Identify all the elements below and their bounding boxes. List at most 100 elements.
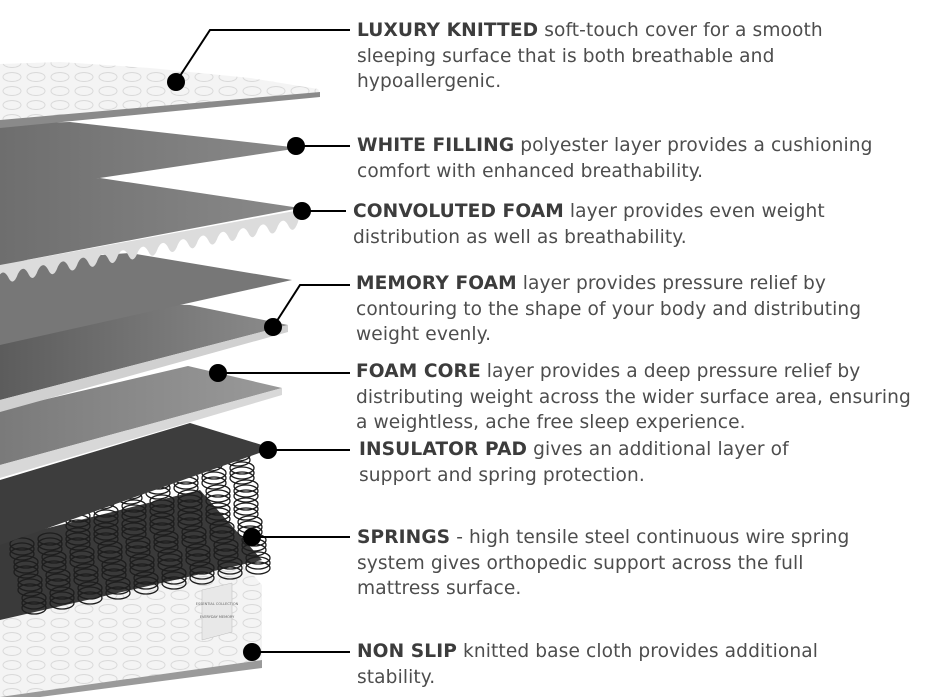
spring-coil	[233, 489, 259, 503]
spring-coil	[209, 520, 235, 534]
spring-coil	[105, 586, 131, 600]
spring-coil	[189, 571, 215, 585]
layer-text: layer provides a deep pressure relief by…	[356, 361, 911, 434]
mattress-tag	[201, 582, 233, 641]
layer-name: INSULATOR PAD	[359, 439, 528, 460]
spring-coil	[161, 571, 187, 585]
spring-coil	[49, 596, 75, 610]
spring-coil	[205, 489, 231, 503]
spring-coil	[9, 547, 35, 561]
spring-coil	[209, 530, 235, 544]
layer-text: - high tensile steel continuous wire spr…	[357, 527, 850, 600]
layer-text: soft-touch cover for a smooth sleeping s…	[357, 20, 823, 93]
spring-coil	[149, 499, 175, 513]
spring-coil	[133, 571, 159, 585]
spring-coil	[45, 568, 71, 582]
spring-coil	[93, 522, 119, 536]
spring-coil	[245, 561, 271, 575]
memory-foam-layer	[0, 253, 292, 412]
layer-description-white-filling: WHITE FILLING polyester layer provides a…	[357, 133, 897, 184]
spring-coil	[125, 545, 151, 559]
spring-coil	[177, 499, 203, 513]
spring-coil	[205, 512, 231, 526]
spring-coil	[229, 466, 255, 480]
spring-coil	[105, 576, 131, 590]
spring-coil	[233, 507, 259, 521]
spring-coil	[45, 573, 71, 587]
spring-coil	[229, 461, 255, 475]
spring-coil	[185, 548, 211, 562]
spring-coil	[129, 558, 155, 572]
spring-coil	[209, 525, 235, 539]
spring-coil	[189, 561, 215, 575]
spring-coil	[21, 591, 47, 605]
spring-coil	[97, 540, 123, 554]
spring-coil	[217, 561, 243, 575]
spring-coil	[125, 535, 151, 549]
spring-coil	[157, 558, 183, 572]
spring-coil	[65, 537, 91, 551]
spring-coil	[45, 578, 71, 592]
spring-coil	[13, 555, 39, 569]
layer-name: SPRINGS	[357, 527, 451, 548]
layer-description-convoluted-foam: CONVOLUTED FOAM layer provides even weig…	[353, 199, 893, 250]
spring-coil	[41, 550, 67, 564]
spring-coil	[37, 537, 63, 551]
mattress-tag-line2: EVERYDAY MEMORY	[200, 615, 235, 619]
layer-text: layer provides even weight distribution …	[353, 201, 825, 248]
spring-coil	[121, 504, 147, 518]
spring-coil	[233, 479, 259, 493]
spring-coil	[101, 568, 127, 582]
spring-coil	[229, 471, 255, 485]
layer-text: gives an additional layer of support and…	[359, 439, 789, 486]
spring-coil	[69, 555, 95, 569]
spring-coil	[245, 551, 271, 565]
spring-coil	[77, 581, 103, 595]
spring-coil	[157, 548, 183, 562]
spring-coil	[13, 560, 39, 574]
spring-coil	[41, 560, 67, 574]
spring-coil	[105, 581, 131, 595]
spring-coil	[233, 502, 259, 516]
spring-coil	[37, 532, 63, 546]
spring-coil	[189, 566, 215, 580]
layer-name: NON SLIP	[357, 641, 457, 662]
layer-text: polyester layer provides a cushioning co…	[357, 135, 873, 182]
spring-coil	[149, 522, 175, 536]
mattress-tag-line1: ESSENTIAL COLLECTION	[196, 602, 239, 606]
spring-coil	[173, 481, 199, 495]
spring-coil	[21, 601, 47, 615]
layer-description-non-slip: NON SLIP knitted base cloth provides add…	[357, 639, 897, 690]
spring-coil	[181, 525, 207, 539]
spring-coil	[93, 509, 119, 523]
spring-coil	[129, 553, 155, 567]
spring-coil	[237, 515, 263, 529]
leader-dots	[167, 73, 311, 661]
spring-coil	[121, 509, 147, 523]
layer-text: knitted base cloth provides additional s…	[357, 641, 819, 688]
spring-coil	[101, 558, 127, 572]
spring-coil	[121, 527, 147, 541]
spring-coil	[65, 527, 91, 541]
spring-coil	[177, 517, 203, 531]
spring-coil	[49, 586, 75, 600]
layer-name: WHITE FILLING	[357, 135, 515, 156]
spring-coil	[9, 537, 35, 551]
luxury-knitted-cover-layer	[0, 62, 320, 128]
spring-coil	[161, 576, 187, 590]
spring-coil	[181, 535, 207, 549]
foam-core-layer	[0, 366, 282, 478]
insulator-pad-layer	[0, 423, 262, 545]
spring-coil	[177, 512, 203, 526]
spring-coil	[121, 517, 147, 531]
spring-coil	[93, 532, 119, 546]
spring-coil	[181, 530, 207, 544]
spring-coil	[17, 578, 43, 592]
spring-coil	[77, 591, 103, 605]
layer-description-springs: SPRINGS - high tensile steel continuous …	[357, 525, 877, 602]
spring-coil	[233, 497, 259, 511]
spring-coil	[185, 543, 211, 557]
spring-coil	[101, 563, 127, 577]
spring-coil	[77, 586, 103, 600]
